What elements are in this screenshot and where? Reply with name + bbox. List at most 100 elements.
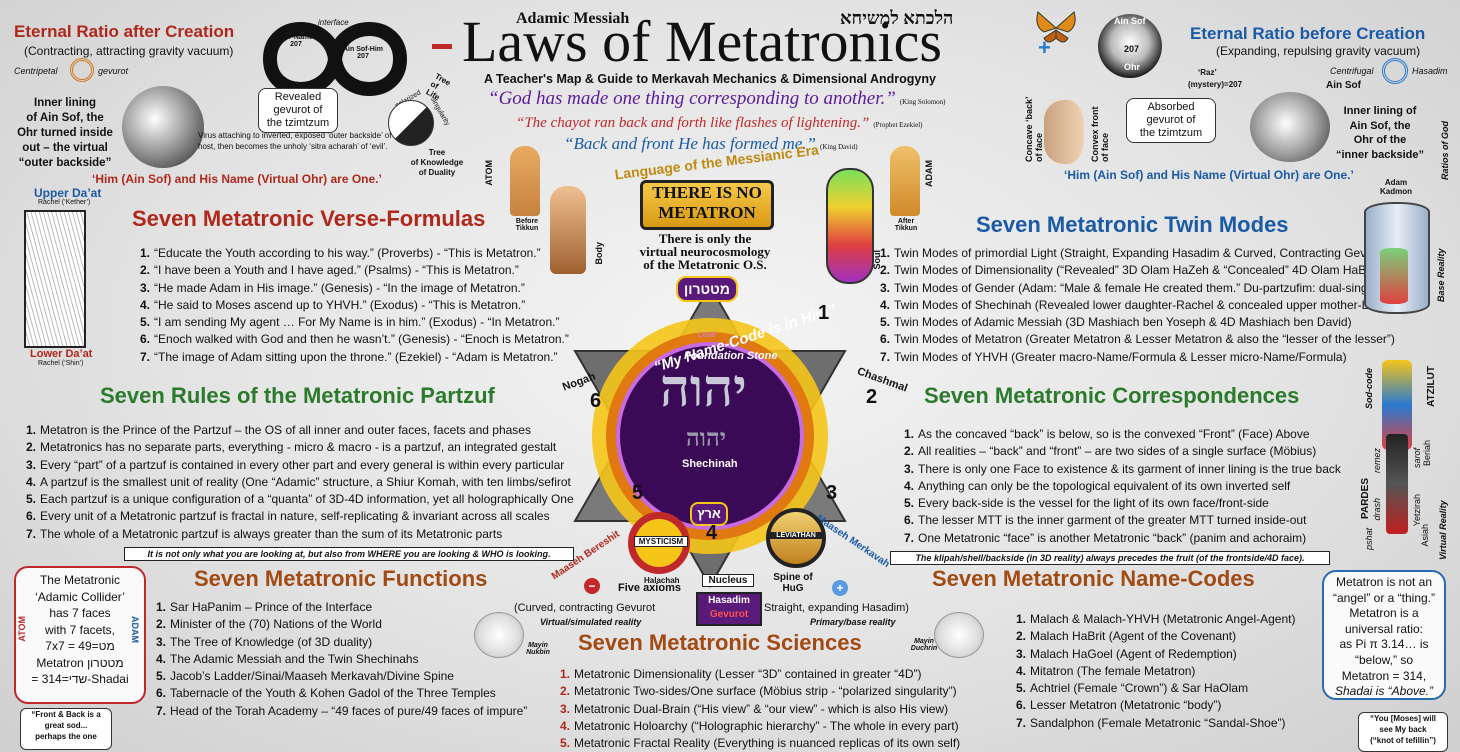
atzilut-label: ATZILUT [1426,366,1437,407]
concave-label: Concave ‘back’ of face [1024,96,1044,162]
twin-list: 1.Twin Modes of primordial Light (Straig… [880,245,1404,366]
base-reality-label: Base Reality [1436,248,1446,302]
list-item: 1.Malach & Malach-YHVH (Metatronic Angel… [1016,612,1296,626]
quote-solomon-text: “God has made one thing corresponding to… [488,88,896,109]
foundation-stone-label: Foundation Stone [684,350,778,362]
list-item: 3.Twin Modes of Gender (Adam: “Male & fe… [880,280,1404,295]
revealed-line: the tzimtzum [266,117,330,129]
list-item: 6.Every unit of a Metatronic partzuf is … [26,509,550,524]
twin-item-text: Twin Modes of Shechinah (Revealed lower … [894,297,1393,312]
verse-item-text: “I have been a Youth and I have aged.” (… [154,263,519,278]
list-item: 3.Metatronic Dual-Brain (“His view” & “o… [560,701,949,716]
ain-sof-him-label: Ain Sof-Him 207 [342,46,384,60]
face-profile-icon [1044,100,1084,164]
left-lining-line: Inner lining [34,97,96,109]
namecode-item-text: Malach & Malach-YHVH (Metatronic Angel-A… [1030,612,1296,626]
function-item-text: Jacob’s Ladder/Sinai/Maaseh Merkavah/Div… [170,669,454,684]
mayin-duchrin-molecule-icon [934,612,984,658]
list-item: 7.Head of the Torah Academy – “49 faces … [156,703,528,718]
left-eternal-ratio: Eternal Ratio after Creation (Contractin… [0,0,463,190]
convex-label: Convex front of face [1090,106,1110,162]
twin-item-text: Twin Modes of Adamic Messiah (3D Mashiac… [894,315,1352,330]
remez-label: remez [1372,448,1382,474]
rules-title: Seven Rules of the Metatronic Partzuf [100,383,495,408]
hasadim-box-label: Hasadim [708,595,750,606]
star-number-3: 3 [826,482,838,504]
moses-line: “You [Moses] will [1369,714,1437,723]
correspondences-title: Seven Metatronic Correspondences [924,383,1300,408]
left-lining-line: of Ain Sof, the [26,112,104,124]
list-item: 3.The Tree of Knowledge (of 3D duality) [156,634,373,649]
twin-item-text: Twin Modes of primordial Light (Straight… [894,246,1391,260]
right-him-statement: ‘Him (Ain Sof) and His Name (Virtual Ohr… [1064,168,1354,182]
verse-item-text: “I am sending My agent … For My Name is … [154,315,560,330]
list-item: 2.“I have been a Youth and I have aged.”… [140,263,519,278]
mayin-nukbin-molecule-icon [474,612,524,658]
science-item-text: Metatronic Dimensionality (Lesser “3D” c… [574,667,922,681]
namecode-item-text: Malach HaGoel (Agent of Redemption) [1030,646,1237,661]
list-item: 4.Metatronic Holoarchy (“Holographic hie… [560,718,959,733]
verse-item-text: “He said to Moses ascend up to YHVH.” (E… [154,297,526,312]
verse-item-text: “He made Adam in His image.” (Genesis) -… [154,280,525,295]
mayin-duchrin-label: Mayin Duchrin [910,638,938,652]
subtitle: A Teacher's Map & Guide to Merkavah Mech… [484,72,936,86]
twin-item-text: Twin Modes of Metatron (Greater Metatron… [894,332,1395,347]
right-lining-line: Ohr of the [1353,134,1407,146]
collider-line: = 314=שדי-Shadai [31,672,129,686]
star-of-david-icon [540,266,880,611]
function-item-text: The Adamic Messiah and the Twin Shechina… [170,651,419,666]
list-item: 5.Twin Modes of Adamic Messiah (3D Mashi… [880,315,1352,330]
right-lining-line: Inner lining of [1343,105,1417,117]
mysticism-label: MYSTICISM [634,536,688,547]
rule-item-text: Metatronics has no separate parts, every… [40,440,557,455]
right-ratio-subtitle: (Expanding, repulsing gravity vacuum) [1216,44,1421,58]
star-number-1: 1 [818,302,830,324]
twin-item-text: Twin Modes of YHVH (Greater macro-Name/F… [894,349,1347,364]
namecodes-list: 1.Malach & Malach-YHVH (Metatronic Angel… [1016,611,1295,732]
plus-icon: + [1038,35,1051,60]
verse-item-text: “The image of Adam sitting upon the thro… [154,349,558,364]
quote-david: “Back and front He has formed me.” (King… [564,134,858,154]
spiral-icon [70,58,94,82]
ohr-name-label: Ohr-Name 207 [279,34,313,48]
function-item-text: Tabernacle of the Youth & Kohen Gadol of… [170,686,496,701]
list-item: 4.Twin Modes of Shechinah (Revealed lowe… [880,297,1393,312]
tree-of-knowledge-label: Tree of Knowledge of Duality [402,148,472,178]
moses-line: see My back [1379,725,1427,734]
cylinder-core-icon [1380,248,1408,304]
correspondence-item-text: Anything can only be the topological equ… [918,478,1291,493]
collider-line: The Metatronic [39,573,121,587]
tree-knowledge-line: of Duality [418,168,456,177]
right-spiral-icon [1382,58,1408,84]
eretz-badge: ארץ [690,502,728,526]
ratio-box-line: Metatron is not an [1335,575,1433,589]
absorbed-line: the tzimtzum [1139,127,1203,139]
list-item: 7.Twin Modes of YHVH (Greater macro-Name… [880,349,1347,364]
orb-ohr-label: Ohr [1124,62,1141,72]
ratio-box-line: Metatron = 314, [1341,668,1427,683]
no-metatron-line: METATRON [658,203,756,222]
pardes-label: PARDES [1360,478,1371,519]
correspondence-item-text: The lesser MTT is the inner garment of t… [918,513,1307,528]
ratios-of-god-label: Ratios of God [1440,121,1450,180]
star-number-6: 6 [590,390,602,412]
before-tikkun-figure-icon [510,146,540,216]
ain-sof-orb-label: Ain Sof [1114,16,1146,26]
sciences-list: 1.Metatronic Dimensionality (Lesser “3D”… [560,666,960,752]
list-item: 3.“He made Adam in His image.” (Genesis)… [140,280,525,295]
adamic-collider-box: The Metatronic ‘Adamic Collider’ has 7 f… [14,566,146,704]
verse-title: Seven Metatronic Verse-Formulas [132,206,486,231]
rule-item-text: Metatron is the Prince of the Partzuf – … [40,423,531,437]
verse-item-text: “Educate the Youth according to his way.… [154,246,541,260]
rule-item-text: The whole of a Metatronic partzuf is alw… [40,526,503,541]
hebrew-metatron-badge: מטטרון [676,276,738,302]
list-item: 4.“He said to Moses ascend up to YHVH.” … [140,297,526,312]
soul-tree-icon [826,168,874,284]
collider-line: 7x7 = 49=מט [45,639,115,653]
list-item: 1.As the concaved “back” is below, so is… [904,427,1310,441]
correspondence-item-text: There is only one Face to existence & it… [918,461,1341,476]
after-tikkun-label: After Tikkun [894,218,918,232]
list-item: 4.A partzuf is the smallest unit of real… [26,474,571,489]
revealed-line: gevurot of [273,104,323,116]
virtual-reality-edge-label: Virtual Reality [1438,500,1448,560]
